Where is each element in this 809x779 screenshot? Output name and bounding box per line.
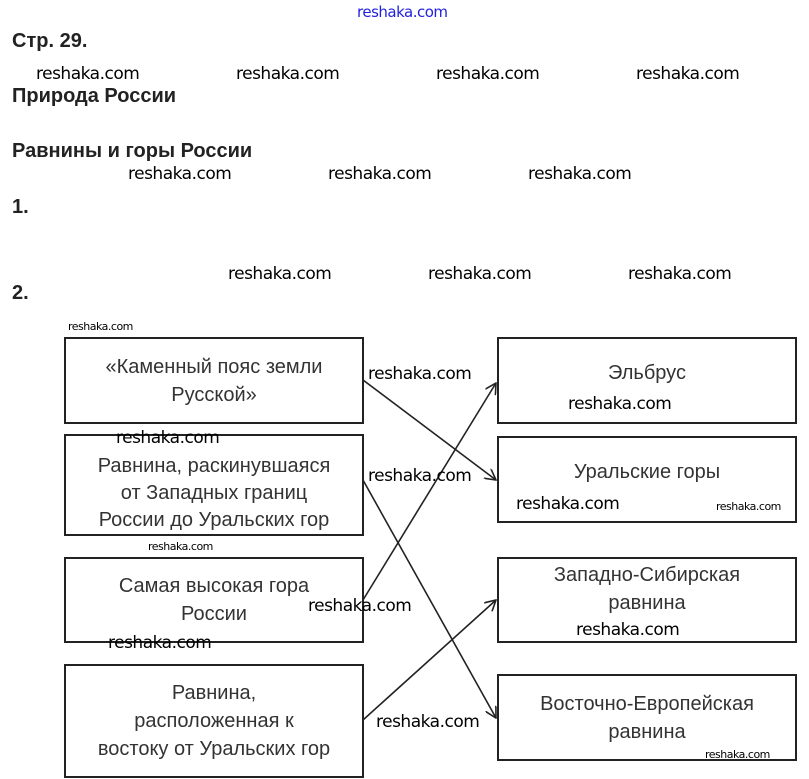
watermark: reshaka.com: [705, 748, 770, 761]
right-item-text: Западно-Сибирская равнина: [553, 564, 741, 614]
section-title: Природа России: [12, 85, 177, 107]
watermark: reshaka.com: [576, 620, 680, 640]
watermark: reshaka.com: [228, 264, 332, 284]
left-item-text: Равнина, раскинувшаяся от Западных грани…: [97, 455, 331, 531]
watermark: reshaka.com: [628, 264, 732, 284]
match-arrow: [362, 600, 496, 721]
watermark: reshaka.com: [528, 164, 632, 184]
watermark: reshaka.com: [308, 596, 412, 616]
watermark: reshaka.com: [516, 494, 620, 514]
left-item-4: Равнина, расположенная к востоку от Урал…: [64, 664, 364, 778]
left-item-text: «Каменный пояс земли Русской»: [105, 355, 323, 406]
watermark: reshaka.com: [108, 633, 212, 653]
left-item-3: Самая высокая гора России: [64, 557, 364, 643]
watermark: reshaka.com: [328, 164, 432, 184]
watermark: reshaka.com: [568, 394, 672, 414]
task-1-label: 1.: [12, 196, 29, 218]
right-item-text: Восточно-Европейская равнина: [540, 692, 754, 743]
watermark: reshaka.com: [368, 466, 472, 486]
watermark: reshaka.com: [436, 64, 540, 84]
watermark-top[interactable]: reshaka.com: [357, 3, 448, 21]
right-item-4: Восточно-Европейская равнина: [497, 674, 797, 761]
left-item-text: Равнина, расположенная к востоку от Урал…: [97, 682, 331, 760]
left-item-2: Равнина, раскинувшаяся от Западных грани…: [64, 434, 364, 536]
match-arrow: [362, 383, 496, 601]
right-item-text: Уральские горы: [573, 461, 721, 483]
right-item-1: Эльбрус: [497, 337, 797, 424]
right-item-2: Уральские горы: [497, 436, 797, 523]
watermark: reshaka.com: [636, 64, 740, 84]
watermark: reshaka.com: [116, 428, 220, 448]
match-arrow: [362, 379, 496, 480]
right-item-3: Западно-Сибирская равнина: [497, 557, 797, 643]
match-arrow: [362, 479, 496, 718]
topic-title: Равнины и горы России: [12, 140, 253, 162]
watermark: reshaka.com: [68, 320, 133, 333]
watermark: reshaka.com: [376, 712, 480, 732]
right-item-text: Эльбрус: [608, 362, 686, 384]
watermark: reshaka.com: [148, 540, 213, 553]
watermark: reshaka.com: [36, 64, 140, 84]
page-ref: Стр. 29.: [12, 30, 88, 52]
left-item-text: Самая высокая гора России: [118, 575, 310, 625]
watermark: reshaka.com: [368, 364, 472, 384]
task-2-label: 2.: [12, 282, 29, 304]
watermark: reshaka.com: [128, 164, 232, 184]
watermark: reshaka.com: [716, 500, 781, 513]
watermark: reshaka.com: [236, 64, 340, 84]
watermark: reshaka.com: [428, 264, 532, 284]
